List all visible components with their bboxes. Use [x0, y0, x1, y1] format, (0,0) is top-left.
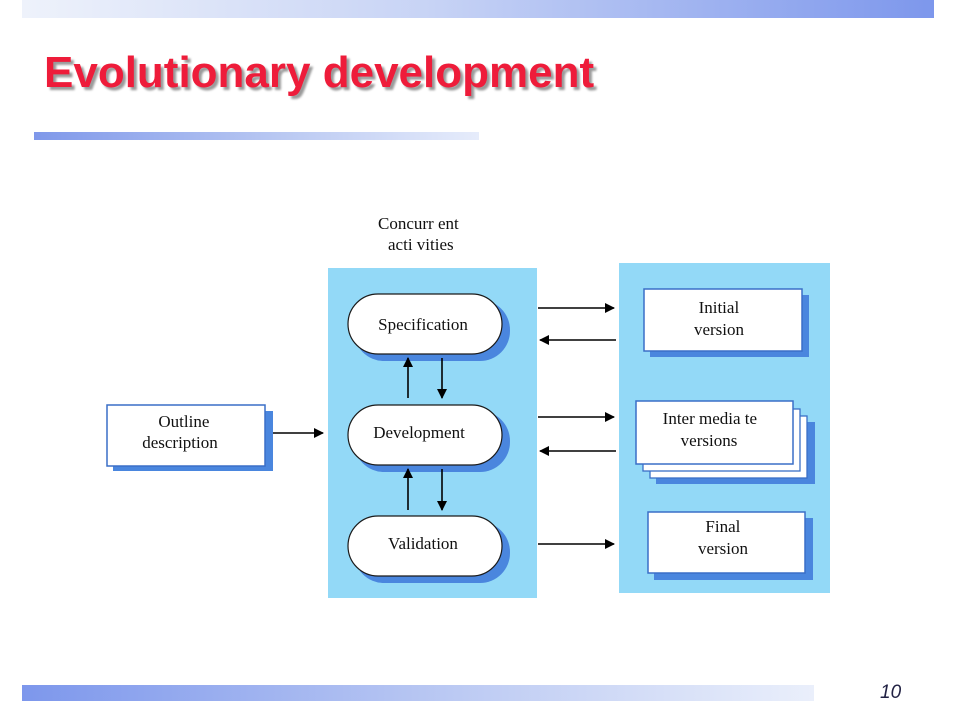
development-activity: Development — [347, 404, 510, 472]
concurrent-activities-label: Concurr ent acti vities — [378, 214, 463, 254]
initial-label-line-2: version — [694, 320, 745, 339]
svg-text:Final version: Final version — [698, 517, 749, 558]
svg-text:Inter media te versions: Inter media te versions — [663, 409, 762, 450]
initial-label-line-1: Initial — [699, 298, 740, 317]
concurrent-label-line-2: acti vities — [388, 235, 454, 254]
specification-label: Specification — [378, 315, 468, 334]
development-label: Development — [373, 423, 465, 442]
svg-text:Outline description: Outline description — [142, 412, 218, 452]
title-underline — [34, 132, 479, 140]
outline-description-box: Outline description — [106, 404, 273, 471]
final-label-line-1: Final — [705, 517, 740, 536]
concurrent-label-line-1: Concurr ent — [378, 214, 459, 233]
final-label-line-2: version — [698, 539, 749, 558]
intermediate-versions-box: Inter media te versions — [635, 400, 815, 484]
validation-activity: Validation — [347, 515, 510, 583]
slide-title: Evolutionary development — [44, 48, 595, 97]
intermediate-label-line-1: Inter media te — [663, 409, 757, 428]
initial-version-box: Initial version — [643, 288, 809, 357]
intermediate-label-line-2: versions — [681, 431, 738, 450]
page-number: 10 — [880, 682, 902, 703]
final-version-box: Final version — [647, 511, 813, 580]
specification-activity: Specification — [347, 293, 510, 361]
validation-label: Validation — [388, 534, 458, 553]
bottom-decorative-bar — [22, 685, 814, 701]
svg-text:Initial version: Initial version — [694, 298, 745, 339]
outline-label-line-1: Outline — [158, 412, 209, 431]
top-decorative-bar — [22, 0, 934, 18]
outline-label-line-2: description — [142, 433, 218, 452]
